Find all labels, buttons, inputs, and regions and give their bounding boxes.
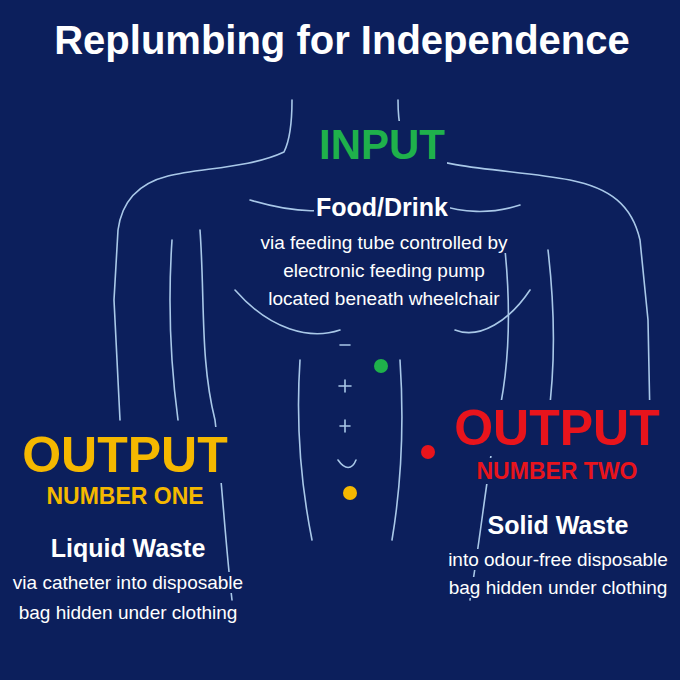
section-subheading: NUMBER ONE xyxy=(44,483,205,509)
left-inner-arm xyxy=(170,240,178,420)
abdomen-lines xyxy=(299,360,402,540)
section-heading: OUTPUT xyxy=(20,427,230,483)
section-subheading: NUMBER TWO xyxy=(475,458,640,484)
item-heading-box: Food/Drink xyxy=(232,192,532,222)
right-inner-arm xyxy=(548,250,553,420)
output-one-dot xyxy=(343,486,357,500)
item-heading: Liquid Waste xyxy=(49,534,208,562)
item-description-box: into odour-free disposable bag hidden un… xyxy=(438,546,678,603)
title-box: Replumbing for Independence xyxy=(2,16,680,64)
torso-outline xyxy=(114,100,650,600)
item-description-box: via feeding tube controlled by electroni… xyxy=(253,229,515,313)
item-description-box: via catheter into disposable bag hidden … xyxy=(10,568,246,627)
item-heading-box: Liquid Waste xyxy=(6,533,250,563)
section-heading: INPUT xyxy=(317,121,447,168)
left-shoulder-arm xyxy=(114,100,292,420)
output-two-dot xyxy=(421,445,435,459)
input-dot xyxy=(374,359,388,373)
section-heading-box: OUTPUT xyxy=(3,425,247,485)
abdomen-marks xyxy=(338,345,356,468)
item-heading: Food/Drink xyxy=(314,193,450,221)
item-description: into odour-free disposable bag hidden un… xyxy=(446,549,670,599)
section-subheading-box: NUMBER TWO xyxy=(439,458,675,486)
item-heading: Solid Waste xyxy=(486,511,631,539)
section-subheading-box: NUMBER ONE xyxy=(3,483,247,511)
item-description: via feeding tube controlled by electroni… xyxy=(258,232,509,309)
title: Replumbing for Independence xyxy=(52,18,632,62)
section-heading-box: INPUT xyxy=(232,120,532,170)
section-heading-box: OUTPUT xyxy=(439,398,675,458)
section-heading: OUTPUT xyxy=(452,400,662,456)
item-description: via catheter into disposable bag hidden … xyxy=(11,572,245,622)
item-heading-box: Solid Waste xyxy=(440,510,676,540)
